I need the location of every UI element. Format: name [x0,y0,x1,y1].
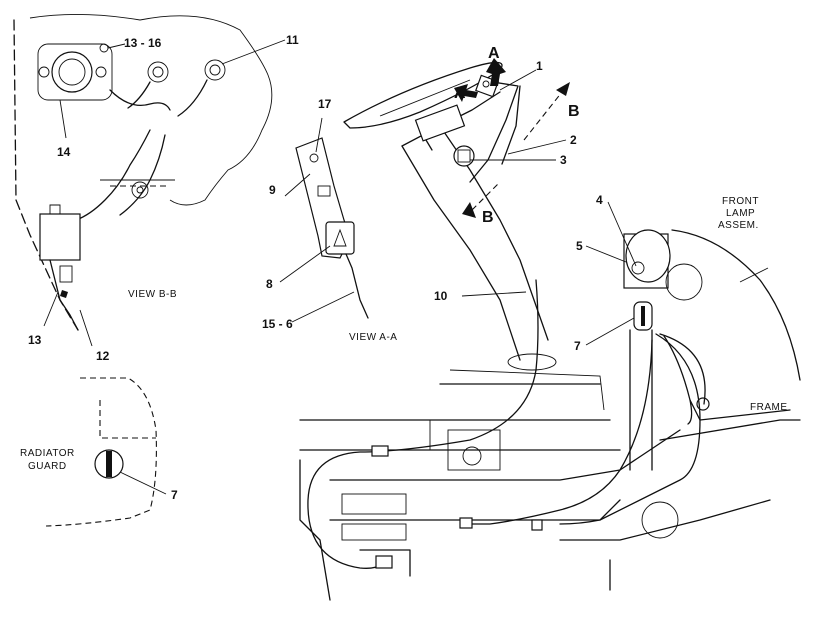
front-lamp-label-3: ASSEM. [718,220,759,231]
section-mark-a-1: A [488,45,500,62]
frame-label: FRAME [750,402,788,413]
front-lamp-label-1: FRONT [722,196,759,207]
callout-14: 14 [57,145,71,159]
section-mark-b-1: B [568,103,580,120]
callout-10: 10 [434,289,448,303]
callout-2: 2 [570,133,577,147]
radiator-guard-label-1: RADIATOR [20,448,75,459]
callout-13: 13 [28,333,42,347]
radiator-guard-detail: 7 RADIATOR GUARD [20,377,178,527]
callout-15-6: 15 - 6 [262,317,293,331]
callout-12: 12 [96,349,110,363]
callout-17: 17 [318,97,332,111]
callout-11: 11 [286,33,299,47]
callout-5: 5 [576,239,583,253]
callout-1: 1 [536,59,543,73]
front-lamp-label-2: LAMP [726,208,755,219]
callout-3: 3 [560,153,567,167]
view-aa-label: VIEW A-A [349,332,397,343]
main-assembly: 1 2 3 4 5 7 10 A A B B FRONT LAMP ASSEM.… [299,45,801,601]
section-mark-b-2: B [482,209,494,226]
callout-8: 8 [266,277,273,291]
callout-13-16: 13 - 16 [124,36,162,50]
view-aa-detail: 17 9 8 15 - 6 VIEW A-A [262,97,397,343]
radiator-guard-label-2: GUARD [28,461,67,472]
callout-4: 4 [596,193,603,207]
view-bb-detail: 13 - 16 14 11 13 12 VIEW B-B [13,13,299,363]
view-bb-label: VIEW B-B [128,289,177,300]
callout-7-guard: 7 [171,488,178,502]
callout-9: 9 [269,183,276,197]
section-mark-a-2: A [454,85,466,102]
callout-7-lamp: 7 [574,339,581,353]
